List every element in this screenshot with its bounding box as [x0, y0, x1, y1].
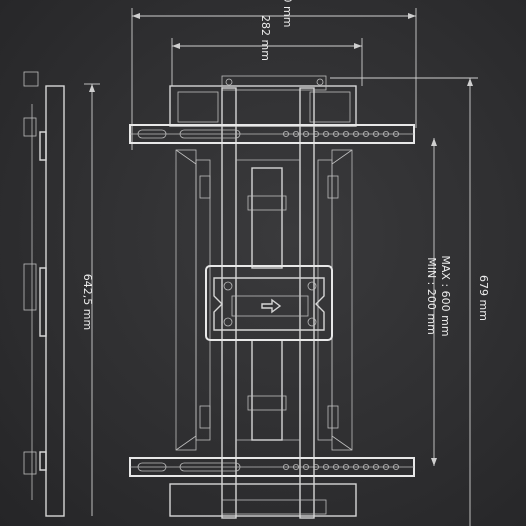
outer-rail-right-bevel — [331, 149, 353, 451]
inner-rail-left — [195, 159, 211, 441]
side-profile-view — [23, 71, 100, 517]
bracket-front-view — [169, 75, 357, 519]
column-left — [221, 87, 237, 519]
top-dimensions — [131, 8, 417, 150]
mounting-hole — [342, 463, 349, 470]
column-right — [299, 87, 315, 519]
top-screw-right — [316, 78, 324, 86]
mounting-hole — [392, 130, 399, 137]
bottom-mounting-bar — [129, 457, 415, 477]
outer-rail-right — [331, 149, 353, 451]
side-clip-upper-right — [327, 175, 339, 199]
mounting-hole — [352, 463, 359, 470]
top-width-label: 20 mm — [281, 0, 294, 27]
center-tube-lower — [251, 339, 283, 441]
top-cap-left-block — [177, 91, 219, 123]
center-tube-upper — [251, 167, 283, 269]
mounting-hole — [282, 463, 289, 470]
plate-bolt-bottom-left — [223, 317, 233, 327]
mounting-hole — [282, 130, 289, 137]
bottom-bar-slot-inner — [179, 462, 241, 472]
center-plate-frame — [205, 265, 333, 341]
rail-length-arrow-top — [89, 84, 95, 92]
side-bracket-bottom — [39, 451, 47, 471]
mounting-hole — [382, 463, 389, 470]
mounting-hole — [312, 130, 319, 137]
bottom-cap-ridge — [221, 499, 327, 515]
min-height-label: MIN : 200 mm — [425, 257, 438, 335]
range-arrow-bottom — [431, 458, 437, 466]
overall-height-label: 679 mm — [477, 275, 490, 321]
arrow-right-icon — [261, 298, 282, 314]
side-clip-upper-left — [199, 175, 211, 199]
bottom-cap-frame — [169, 483, 357, 517]
outer-rail-left-bevel — [175, 149, 197, 451]
inner-width-arrow-left — [172, 43, 180, 49]
mounting-hole — [342, 130, 349, 137]
mounting-hole — [322, 130, 329, 137]
top-bar-slot-left — [137, 129, 167, 139]
mounting-hole — [352, 130, 359, 137]
center-tube-collar-lower — [247, 395, 287, 411]
mounting-hole — [292, 463, 299, 470]
side-clip-lower-right — [327, 405, 339, 429]
center-plate-body — [213, 277, 325, 331]
side-clip-mid — [23, 263, 37, 311]
mounting-hole — [312, 463, 319, 470]
bottom-bar-holes — [282, 463, 399, 470]
overall-height-arrow-top — [467, 78, 473, 86]
side-clip-top — [23, 117, 37, 137]
top-cap-ridge — [221, 75, 327, 91]
side-clip-bottom — [23, 451, 37, 475]
side-clip-lower-left — [199, 405, 211, 429]
top-bar-holes — [282, 130, 399, 137]
side-bracket-top — [39, 131, 47, 161]
plate-bolt-top-left — [223, 281, 233, 291]
mounting-hole — [382, 130, 389, 137]
inner-width-label: 282 mm — [259, 15, 272, 61]
center-tube-collar-upper — [247, 195, 287, 211]
mounting-hole — [362, 130, 369, 137]
side-wall-plate — [45, 85, 65, 517]
rail-length-label: 642,5 mm — [81, 274, 94, 330]
top-screw-left — [225, 78, 233, 86]
mounting-hole — [302, 130, 309, 137]
right-dimensions — [330, 77, 478, 526]
mounting-hole — [392, 463, 399, 470]
bottom-bar-slot-left — [137, 462, 167, 472]
top-width-arrow-left — [132, 13, 140, 19]
plate-bolt-bottom-right — [307, 317, 317, 327]
outer-rail-left — [175, 149, 197, 451]
max-height-label: MAX : 600 mm — [439, 255, 452, 336]
mounting-hole — [362, 463, 369, 470]
top-mounting-bar — [129, 124, 415, 144]
mounting-hole — [372, 463, 379, 470]
mounting-hole — [332, 463, 339, 470]
inner-width-arrow-right — [354, 43, 362, 49]
top-width-arrow-right — [408, 13, 416, 19]
range-arrow-top — [431, 138, 437, 146]
mounting-hole — [292, 130, 299, 137]
mounting-hole — [372, 130, 379, 137]
mounting-hole — [332, 130, 339, 137]
top-bar-slot-inner — [179, 129, 241, 139]
mounting-hole — [322, 463, 329, 470]
side-bracket-mid — [39, 267, 47, 337]
plate-bolt-top-right — [307, 281, 317, 291]
mounting-hole — [302, 463, 309, 470]
side-cap-top — [23, 71, 39, 87]
plate-center-slot — [231, 295, 309, 317]
top-cap-right-block — [309, 91, 351, 123]
